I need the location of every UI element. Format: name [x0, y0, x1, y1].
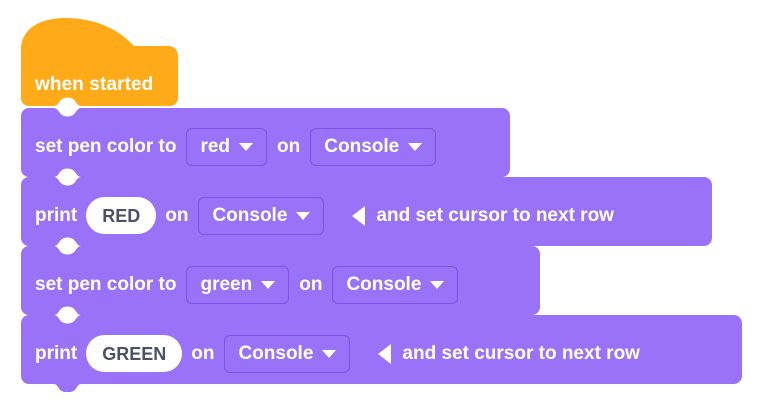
- dropdown-label: red: [200, 136, 231, 157]
- chevron-down-icon: [239, 142, 254, 151]
- chevron-down-icon: [261, 280, 276, 289]
- dropdown-label: Console: [238, 343, 314, 364]
- block-label-print: print: [35, 205, 78, 226]
- dropdown-label: Console: [212, 205, 288, 226]
- block-label-print: print: [35, 343, 78, 364]
- block-content-row: print GREEN on Console and set cursor to…: [21, 323, 640, 384]
- dropdown-target-console[interactable]: Console: [310, 127, 437, 166]
- dropdown-pen-color-red[interactable]: red: [186, 127, 268, 166]
- block-shape-icon: [21, 177, 712, 246]
- block-label-on: on: [299, 274, 323, 295]
- text-input-print-value[interactable]: RED: [86, 197, 157, 234]
- block-print-green[interactable]: print GREEN on Console and set cursor to…: [21, 315, 742, 392]
- hat-block-shape-icon: [21, 18, 178, 106]
- dropdown-pen-color-green[interactable]: green: [186, 265, 290, 304]
- triangle-left-icon[interactable]: [352, 205, 366, 226]
- chevron-down-icon: [322, 349, 337, 358]
- block-content-row: print RED on Console and set cursor to n…: [21, 185, 614, 246]
- triangle-left-icon[interactable]: [378, 343, 392, 364]
- block-set-pen-color-red[interactable]: set pen color to red on Console: [21, 108, 510, 177]
- hat-block-when-started[interactable]: when started: [21, 18, 178, 106]
- text-input-value: GREEN: [102, 343, 167, 364]
- dropdown-target-console[interactable]: Console: [198, 196, 325, 235]
- block-label-and-set-cursor-to-next-row: and set cursor to next row: [376, 205, 614, 226]
- chevron-down-icon: [296, 211, 311, 220]
- chevron-down-icon: [408, 142, 423, 151]
- block-label-and-set-cursor-to-next-row: and set cursor to next row: [402, 343, 640, 364]
- dropdown-label: Console: [324, 136, 400, 157]
- hat-block-label: when started: [35, 74, 154, 95]
- block-set-pen-color-green[interactable]: set pen color to green on Console: [21, 246, 540, 315]
- dropdown-target-console[interactable]: Console: [224, 334, 351, 373]
- block-label-on: on: [191, 343, 215, 364]
- block-content-row: set pen color to red on Console: [21, 116, 446, 177]
- text-input-value: RED: [102, 205, 141, 226]
- block-label-set-pen-color-to: set pen color to: [35, 136, 177, 157]
- block-print-red[interactable]: print RED on Console and set cursor to n…: [21, 177, 712, 246]
- chevron-down-icon: [430, 280, 445, 289]
- dropdown-label: Console: [346, 274, 422, 295]
- text-input-print-value[interactable]: GREEN: [86, 335, 183, 372]
- block-label-on: on: [277, 136, 301, 157]
- block-content-row: set pen color to green on Console: [21, 254, 468, 315]
- dropdown-target-console[interactable]: Console: [332, 265, 459, 304]
- block-label-on: on: [165, 205, 189, 226]
- block-label-set-pen-color-to: set pen color to: [35, 274, 177, 295]
- dropdown-label: green: [200, 274, 253, 295]
